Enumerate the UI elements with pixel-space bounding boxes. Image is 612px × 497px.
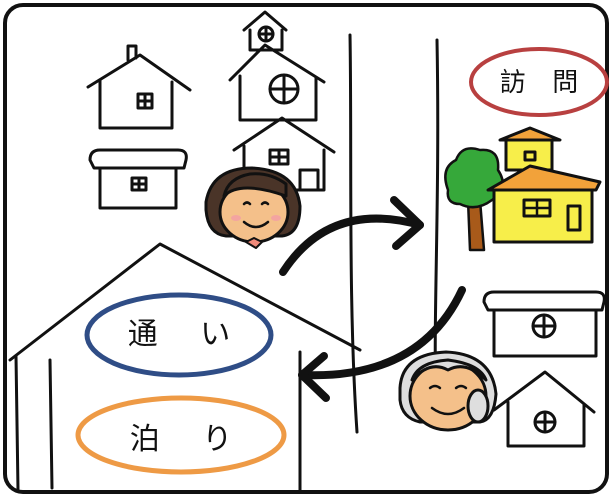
tomari-label: 泊 り: [129, 422, 249, 457]
girl-caregiver: [204, 166, 302, 249]
house-small-right: [492, 370, 596, 448]
tree: [444, 147, 505, 252]
picture-frame: [3, 3, 609, 494]
divider-line-right: [433, 38, 440, 400]
houmon-oval: [469, 47, 609, 117]
kayoi-oval: [84, 292, 274, 378]
house-small-top-left: [86, 44, 192, 130]
house-wide-left: [88, 148, 188, 210]
yellow-house: [486, 126, 602, 244]
grandmother-client: [398, 350, 498, 432]
houmon-label: 訪 問: [499, 68, 588, 98]
arrow-to-daycare-head: [298, 352, 330, 402]
house-tower: [228, 10, 326, 122]
arrow-to-visit-head: [390, 196, 424, 250]
tomari-oval: [75, 395, 287, 475]
divider-line-left: [348, 33, 359, 434]
kayoi-label: 通 い: [127, 317, 247, 352]
arrow-to-daycare: [298, 286, 466, 380]
house-wide-right: [482, 290, 606, 358]
big-house: [8, 242, 362, 492]
arrow-to-visit: [279, 214, 424, 276]
